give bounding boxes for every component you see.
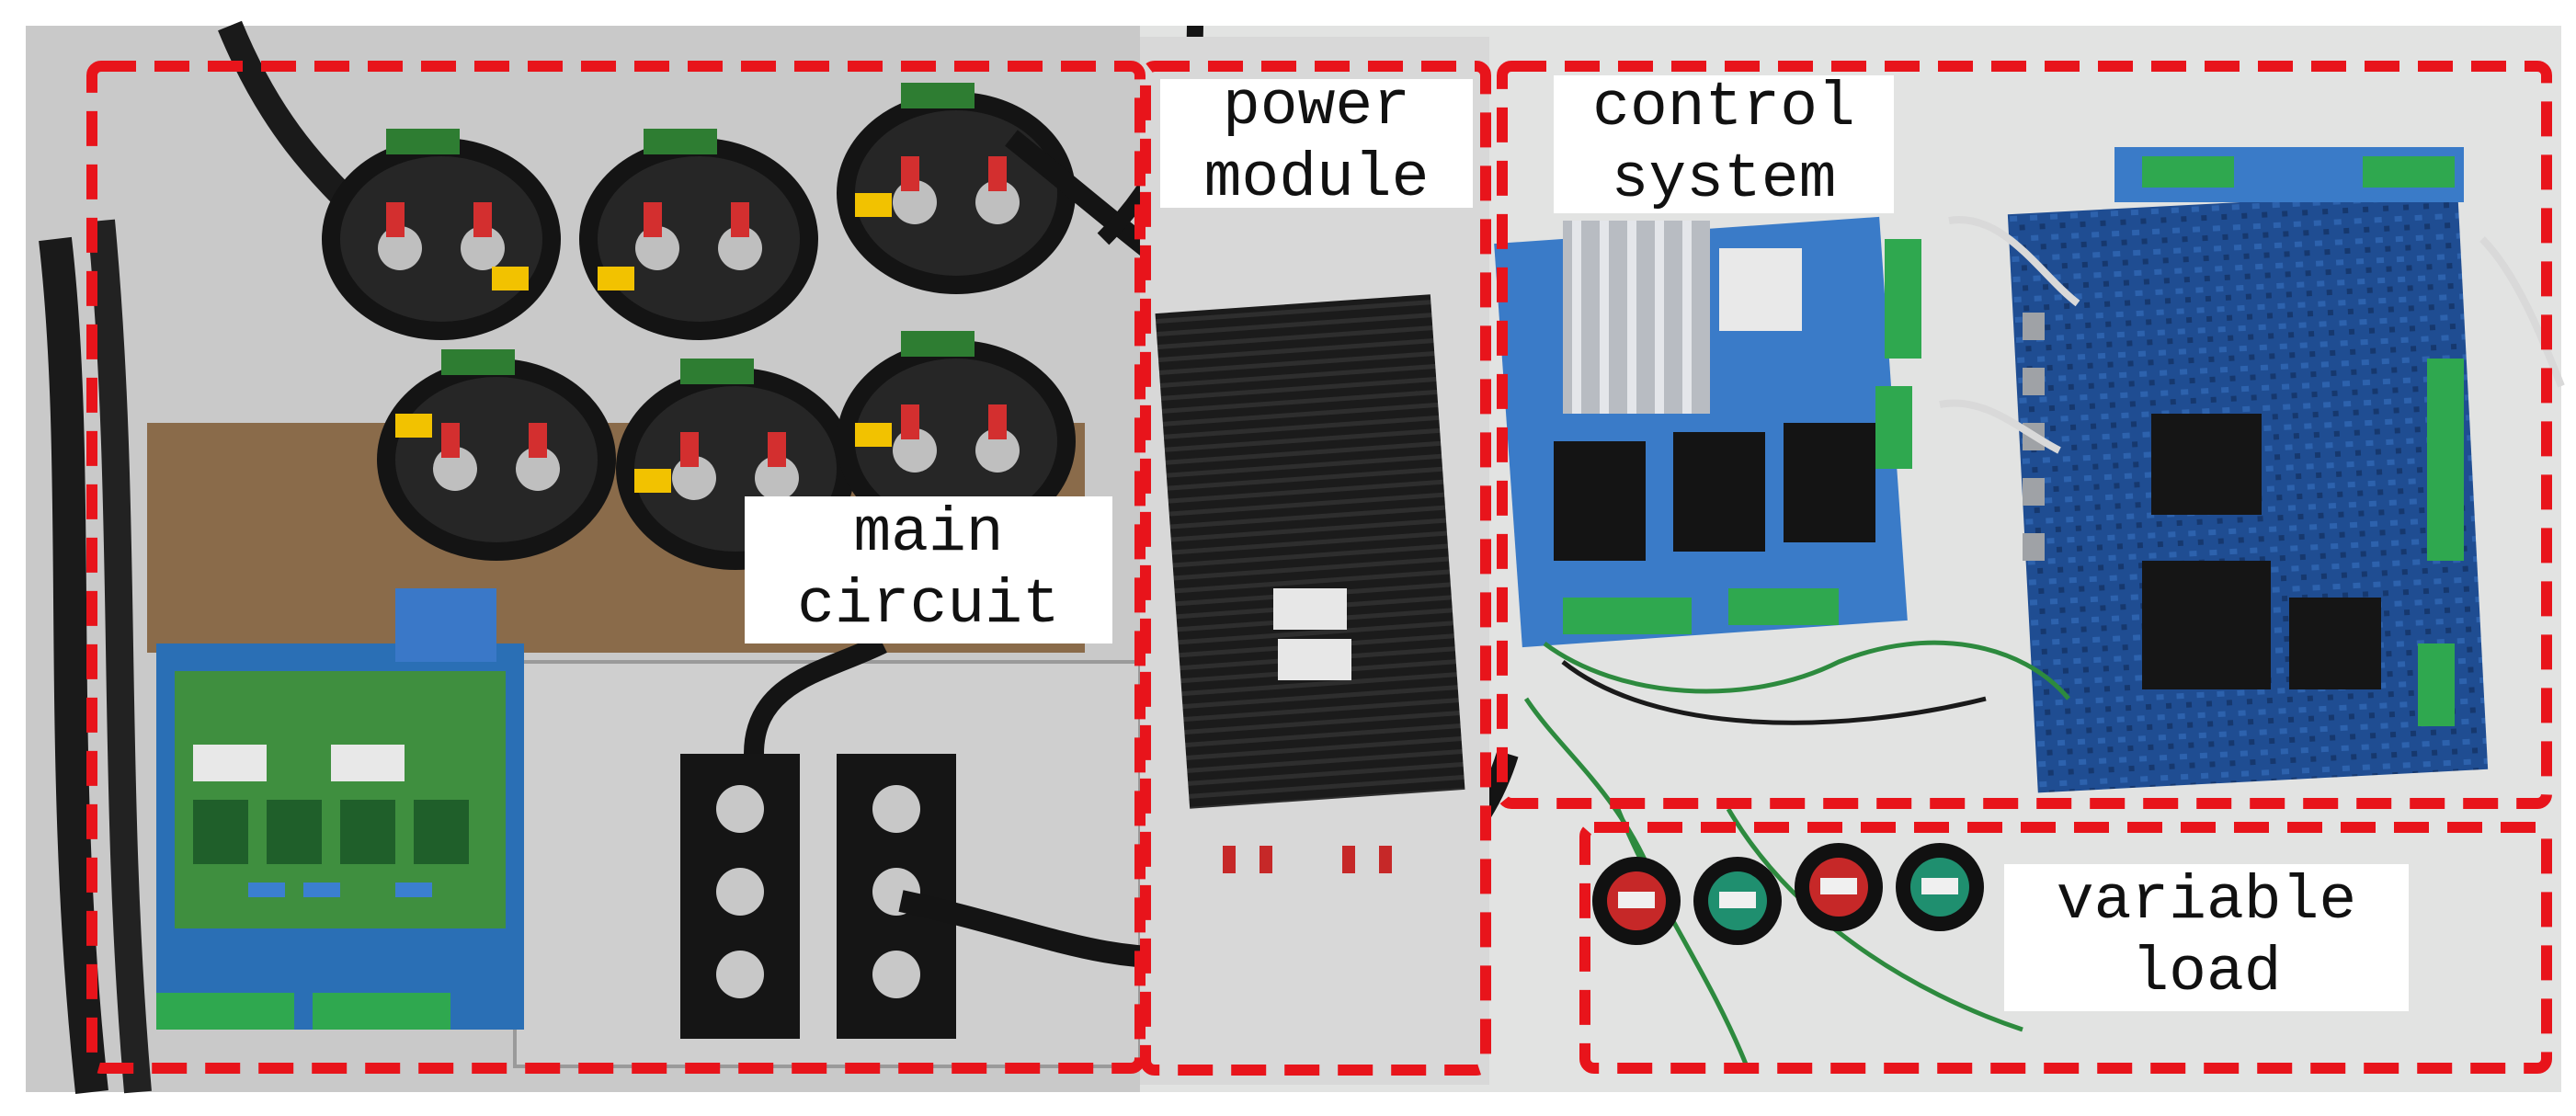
main-circuit-label: main circuit <box>745 496 1112 643</box>
controller-board <box>2007 147 2489 793</box>
control-system-frame <box>1497 61 2552 809</box>
variable-load-knobs <box>1592 843 1984 945</box>
main-circuit-frame <box>86 61 1146 1074</box>
region-frames <box>86 61 2552 1076</box>
control-system-label: control system <box>1554 73 1894 215</box>
power-module-heatsink <box>1140 37 1489 1085</box>
interface-board <box>1494 216 1921 648</box>
power-module-label: power module <box>1160 72 1473 214</box>
capacitor <box>377 349 616 561</box>
power-module-frame <box>1140 61 1491 1076</box>
variable-load-label: variable load <box>2004 864 2409 1011</box>
variable-load-frame <box>1579 822 2552 1074</box>
igbt-modules <box>680 754 956 1039</box>
capacitor <box>579 129 818 340</box>
driver-board <box>156 588 524 1030</box>
wiring <box>1523 216 2565 1067</box>
base-plate <box>515 662 1140 1066</box>
capacitor <box>322 129 561 340</box>
capacitor <box>837 331 1076 542</box>
